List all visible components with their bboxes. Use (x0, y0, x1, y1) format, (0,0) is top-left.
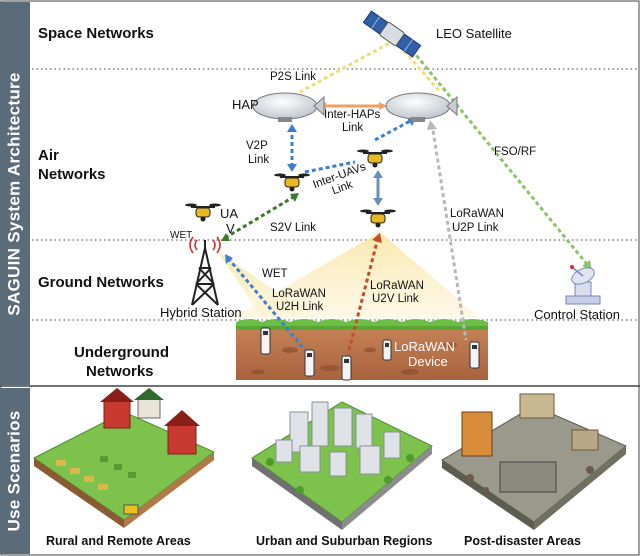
wireless-signal-icon (189, 236, 221, 254)
hybrid-station-tower (191, 240, 219, 306)
uav-1 (274, 173, 310, 192)
u2h-link-label-1: LoRaWAN (272, 288, 326, 300)
inter-uavs-link (304, 160, 356, 174)
wet-link-label: WET (262, 268, 288, 280)
air-networks-label-2: Networks (38, 166, 106, 183)
uav-label-2: V (226, 221, 235, 236)
control-station (565, 265, 601, 305)
lorawan-device-3 (341, 355, 352, 381)
leo-satellite-label: LEO Satellite (436, 26, 512, 41)
u2v-link-label-2: U2V Link (372, 293, 419, 305)
soil-block (236, 319, 488, 380)
hap-right (385, 92, 458, 122)
air-networks-label-1: Air (38, 147, 59, 164)
underground-networks-label-1: Underground (74, 344, 169, 361)
rural-scenario-illustration (33, 388, 215, 528)
uav-4 (185, 203, 221, 222)
u2p-link (430, 123, 468, 341)
inter-haps-link-label-1: Inter-HAPs (324, 109, 381, 121)
fso-rf-link-label: FSO/RF (494, 146, 537, 158)
u2p-link-label-1: LoRaWAN (450, 208, 504, 220)
uav-2 (357, 149, 393, 168)
rural-scenario-label: Rural and Remote Areas (46, 534, 191, 548)
v2p-link-label-2: Link (248, 154, 270, 166)
lorawan-device-4 (382, 339, 392, 361)
underground-networks-label-2: Networks (86, 363, 154, 380)
u2h-link-label-2: U2H Link (276, 301, 324, 313)
lorawan-device-1 (260, 327, 271, 355)
architecture-section-label: SAGUIN System Architecture (0, 2, 30, 385)
fso-rf-link (410, 49, 592, 269)
scenarios-section-label: Use Scenarios (0, 388, 30, 554)
lorawan-device-label-2: Device (408, 354, 448, 369)
p2s-link-2 (393, 39, 442, 93)
v2p-link-label-1: V2P (246, 140, 268, 152)
wet-beam (218, 252, 316, 318)
space-networks-label: Space Networks (38, 25, 154, 42)
lorawan-device-5 (469, 341, 480, 369)
disaster-scenario-illustration (441, 393, 627, 530)
p2s-link (299, 38, 396, 94)
u2h-link (226, 257, 307, 351)
hap-label: HAP (232, 97, 259, 112)
ground-networks-label: Ground Networks (38, 274, 164, 291)
inter-haps-link-label-2: Link (342, 122, 364, 134)
u2p-link-label-2: U2P Link (452, 222, 499, 234)
u2v-beam (232, 232, 480, 318)
hybrid-station-label: Hybrid Station (160, 305, 242, 320)
p2s-link-label: P2S Link (270, 71, 317, 83)
control-station-label: Control Station (534, 307, 620, 322)
hap-left (252, 92, 325, 122)
wet-tag-label: WET (170, 230, 193, 241)
uav-label-1: UA (220, 206, 239, 221)
uav-3 (360, 209, 396, 228)
u2v-link (346, 237, 380, 355)
urban-scenario-label: Urban and Suburban Regions (256, 534, 433, 548)
lorawan-device-2 (304, 349, 315, 377)
u2v-link-label-1: LoRaWAN (370, 280, 424, 292)
uav-hap-link (374, 118, 413, 142)
urban-scenario-illustration (251, 401, 433, 530)
disaster-scenario-label: Post-disaster Areas (464, 534, 581, 548)
s2v-link-label: S2V Link (270, 222, 317, 234)
lorawan-device-label-1: LoRaWAN (394, 339, 455, 354)
leo-satellite (362, 10, 422, 58)
